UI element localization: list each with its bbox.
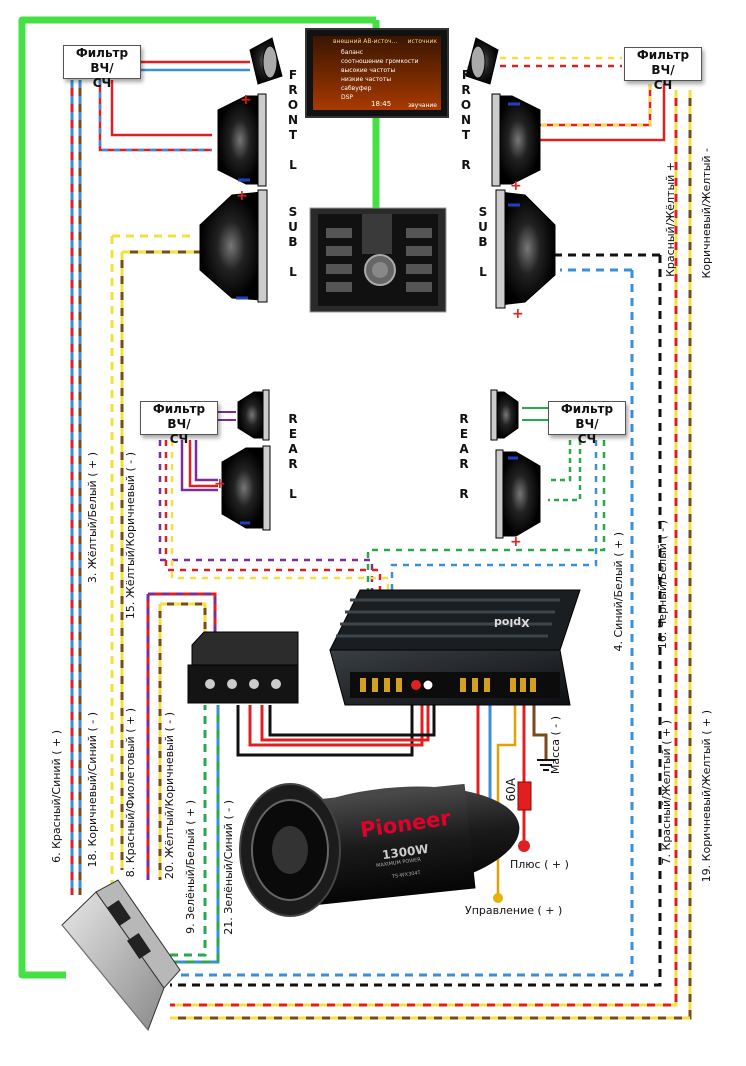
ground-symbol — [537, 759, 555, 771]
menu-item-subwoofer: сабвуфер — [341, 85, 372, 92]
filter-rear-left: Фильтр ВЧ/СЧ — [140, 401, 218, 446]
wire-15-yellow-brown — [120, 250, 200, 870]
filter-rear-right: Фильтр ВЧ/СЧ — [548, 401, 626, 446]
speaker-rear-l-tweeter — [237, 389, 270, 441]
filter-fl-wires — [98, 80, 212, 152]
screen-title: внешний AB-источ... — [333, 38, 398, 45]
label-top-red-yellow: Красный/Жёлтый + — [664, 162, 677, 277]
label-wire-15: 15. Жёлтый/Коричневый ( - ) — [124, 452, 137, 620]
speaker-rear-l-mid — [221, 445, 271, 531]
screen-sound-label: звучание — [407, 102, 437, 109]
label-control: Управление ( + ) — [465, 904, 563, 917]
label-wire-3: 3. Жёлтый/Белый ( + ) — [86, 452, 99, 584]
sub-red-wire-1 — [248, 690, 424, 747]
menu-item-dsp: DSP — [341, 94, 354, 101]
polarity-marks: + + + + + + — [214, 92, 524, 550]
xplod-amplifier — [329, 589, 581, 706]
amp-brand: Xplod — [494, 616, 530, 629]
pioneer-tube-sub — [239, 783, 520, 917]
speaker-front-r-tweeter — [465, 37, 499, 85]
menu-item-bass: низкие частоты — [341, 76, 392, 83]
label-ground: Масса ( - ) — [549, 716, 562, 775]
mmi-controller-photo — [309, 207, 447, 313]
wire-16-black-white — [170, 253, 662, 987]
label-wire-9: 9. Зелёный/Белый ( + ) — [184, 800, 197, 934]
remote-terminal — [493, 893, 503, 903]
label-wire-4: 4. Синий/Белый ( + ) — [612, 532, 625, 652]
filter-front-left: Фильтр ВЧ/СЧ — [63, 45, 141, 90]
speaker-front-r-mid — [491, 93, 541, 187]
speaker-sub-r — [495, 189, 556, 309]
sub-black-wire — [236, 690, 414, 757]
plus-terminal — [518, 840, 530, 852]
svg-text:+: + — [214, 476, 226, 492]
control-module — [61, 879, 181, 1031]
menu-item-balance: баланс — [341, 49, 364, 56]
svg-text:+: + — [236, 188, 248, 204]
svg-text:+: + — [510, 534, 522, 550]
speaker-front-l-mid — [217, 93, 267, 187]
label-wire-8: 8. Красный/Фиолетовый ( + ) — [124, 708, 137, 878]
speaker-sub-l — [199, 189, 268, 303]
processor-module — [187, 631, 299, 704]
ground-wire — [532, 690, 548, 760]
wire-3-yellow-white — [110, 234, 196, 895]
screen-time: 18:45 — [371, 100, 392, 108]
label-wire-18: 18. Коричневый/Синий ( - ) — [86, 712, 99, 868]
filter-front-right: Фильтр ВЧ/СЧ — [624, 47, 702, 92]
filter-fr-wires — [525, 84, 666, 142]
wire-21-green-blue — [170, 705, 220, 964]
menu-item-treble: высокие частоты — [341, 67, 396, 74]
label-plus: Плюс ( + ) — [510, 858, 569, 871]
label-wire-6: 6. Красный/Синий ( + ) — [50, 730, 63, 863]
speaker-front-l-tweeter — [249, 37, 283, 85]
svg-text:+: + — [512, 306, 524, 322]
rear-r-wires — [366, 440, 606, 690]
wire-19-brown-yellow — [170, 90, 692, 1020]
screen-source: источник — [407, 38, 437, 45]
wire-7-red-yellow — [170, 90, 678, 1007]
svg-text:+: + — [510, 178, 522, 194]
label-wire-7: 7. Красный/Желтый ( + ) — [660, 720, 673, 865]
label-wire-19: 19. Коричневый/Желтый ( + ) — [700, 710, 713, 883]
fuse — [517, 781, 532, 811]
wire-4-blue-white — [170, 268, 634, 977]
wire-9-green-white — [170, 705, 207, 957]
label-wire-21: 21. Зелёный/Синий ( - ) — [222, 800, 235, 935]
label-fuse: 60A — [504, 778, 518, 802]
speaker-rear-r-mid — [495, 449, 541, 539]
label-top-brown-yellow: Коричневый/Желтый - — [700, 148, 713, 279]
label-wire-16: 16. Черный/Белый ( - ) — [656, 520, 669, 650]
minus-marks — [236, 102, 520, 525]
svg-text:+: + — [240, 92, 252, 108]
head-unit-screen: внешний AB-источ... источник баланс соот… — [305, 28, 449, 118]
menu-item-volume-ratio: соотношение громкости — [341, 58, 419, 65]
speaker-rear-r-tweeter — [490, 389, 519, 441]
label-wire-20: 20. Жёлтый/Коричневый ( - ) — [163, 712, 176, 880]
